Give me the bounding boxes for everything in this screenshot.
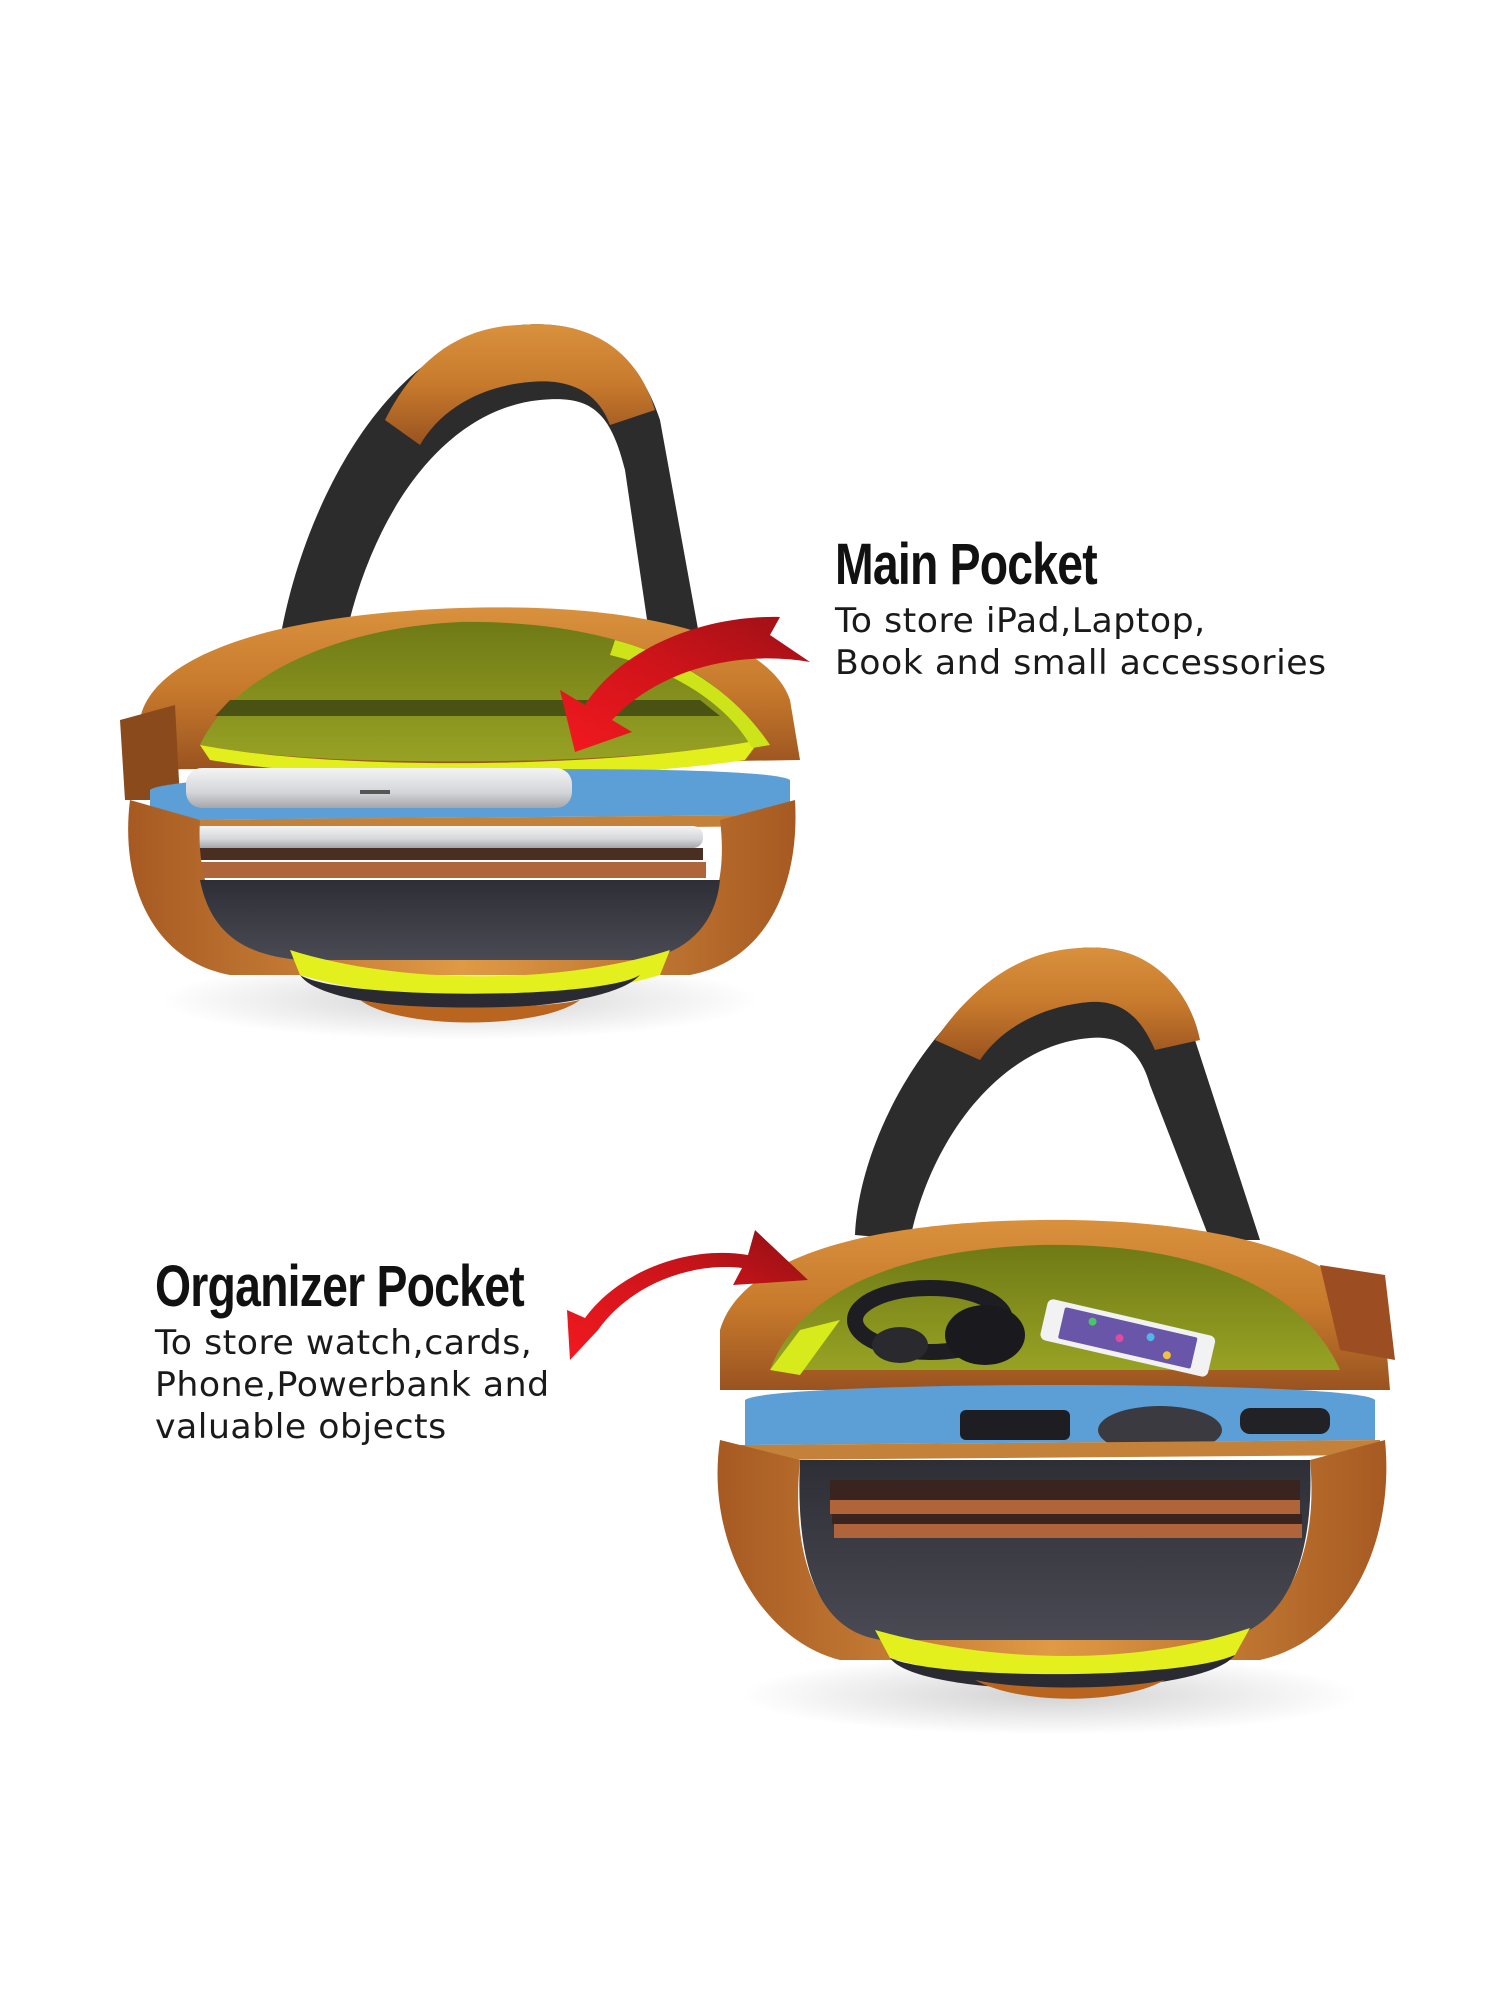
bag-main-pocket-view xyxy=(120,324,800,1040)
phone-icon xyxy=(1040,1299,1216,1377)
main-pocket-desc-line: To store iPad,Laptop, xyxy=(835,601,1206,641)
organizer-pocket-desc-line: To store watch,cards, xyxy=(155,1323,533,1363)
headphones-icon xyxy=(847,1280,1025,1365)
arrow-organizer-pocket-icon xyxy=(567,1230,808,1360)
main-pocket-title: Main Pocket xyxy=(835,532,1098,597)
arrow-main-pocket-icon xyxy=(560,616,810,752)
organizer-pocket-title: Organizer Pocket xyxy=(155,1254,525,1319)
main-pocket-desc-line: Book and small accessories xyxy=(835,643,1327,683)
main-pocket-callout: Main Pocket To store iPad,Laptop, Book a… xyxy=(835,532,1326,684)
organizer-pocket-desc-line: Phone,Powerbank and xyxy=(155,1365,550,1405)
bag-organizer-pocket-view xyxy=(717,947,1395,1735)
organizer-pocket-desc-line: valuable objects xyxy=(155,1407,447,1447)
organizer-pocket-callout: Organizer Pocket To store watch,cards, P… xyxy=(155,1258,616,1448)
